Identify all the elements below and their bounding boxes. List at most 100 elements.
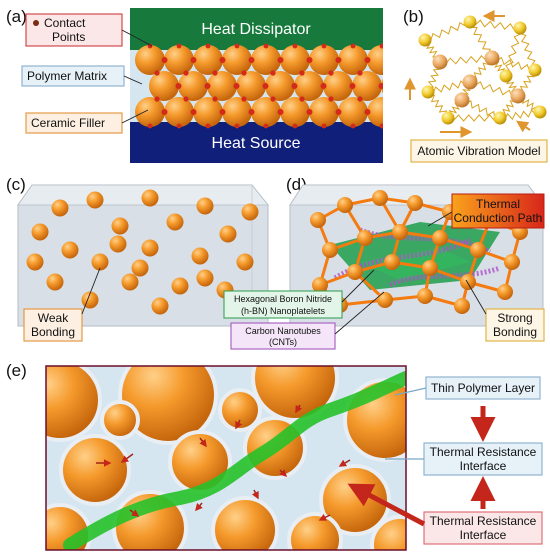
ceramic-filler-leader	[121, 109, 149, 124]
hbn-leader	[341, 269, 375, 303]
cnt-label-2: (CNTs)	[269, 337, 297, 347]
resistance-arrow	[195, 502, 203, 512]
filler-particle	[131, 259, 149, 277]
filler-particle	[323, 71, 353, 101]
cnt-leader	[334, 291, 385, 335]
contact-point	[335, 109, 342, 115]
interface-closeup-border	[45, 365, 407, 551]
panel-e-label: (e)	[6, 361, 27, 380]
filler-particle	[191, 247, 209, 265]
polymer-matrix-leader	[123, 75, 143, 85]
filler-particle	[196, 269, 214, 287]
weak-bonding-label-1: Weak	[38, 311, 69, 325]
filler-particle	[236, 71, 266, 101]
atom-icon	[493, 111, 507, 125]
atom-icon	[528, 63, 542, 77]
resistance-arrow	[318, 513, 331, 521]
filler-particle	[135, 45, 165, 75]
resistance-arrow	[251, 489, 259, 500]
atom-icon	[533, 105, 547, 119]
heat-dissipator-label: Heat Dissipator	[201, 21, 311, 38]
filler-particle	[432, 230, 448, 246]
interface-resistance-arrows	[96, 404, 351, 521]
resistance-arrow	[120, 453, 134, 463]
filler-particle	[135, 97, 165, 127]
contact-point	[154, 96, 160, 102]
filler-particle	[251, 97, 281, 127]
contact-point-dots	[147, 43, 391, 129]
contact-points-label-1: Contact	[44, 16, 86, 30]
filler-particle	[384, 254, 400, 270]
filler-particle	[372, 190, 388, 206]
spring-icon	[469, 19, 521, 32]
atom-icon	[454, 92, 470, 108]
contact-point	[328, 96, 334, 102]
contact-point	[386, 96, 391, 101]
atom-icon	[432, 54, 448, 70]
atom-icon	[418, 33, 432, 47]
panel-b-label: (b)	[403, 7, 424, 26]
ceramic-filler-label: Ceramic Filler	[31, 116, 105, 130]
strong-bonding-label-2: Bonding	[493, 325, 537, 339]
hbn-nanoplatelet-sheet-2	[360, 248, 470, 280]
contact-point	[241, 96, 247, 102]
filler-particle	[294, 71, 324, 101]
filler-particle	[171, 277, 189, 295]
filler-particle	[312, 277, 328, 293]
contact-point	[248, 57, 255, 63]
weak-bonding-box	[23, 308, 83, 342]
contact-point	[270, 96, 276, 102]
contact-points-box	[25, 13, 123, 47]
contact-point	[321, 43, 327, 49]
thin-layer-leader	[394, 387, 427, 396]
contact-point	[262, 83, 269, 89]
contact-point	[357, 96, 363, 102]
filler-particle	[109, 235, 127, 253]
contact-point	[205, 43, 211, 49]
filler-particle	[236, 253, 254, 271]
contact-point	[379, 43, 383, 49]
filler-particle	[118, 366, 218, 445]
contact-point	[321, 123, 327, 129]
filler-particle	[407, 195, 423, 211]
contact-point	[292, 43, 298, 49]
contact-point	[277, 109, 284, 115]
filler-particle	[46, 273, 64, 291]
filler-particle	[504, 254, 520, 270]
thermal-conduction-path-label-2: Conduction Path	[454, 211, 543, 225]
filler-particle	[367, 45, 383, 75]
filler-particle	[497, 284, 513, 300]
filler-particle	[193, 97, 223, 127]
atom-icon	[484, 50, 500, 66]
atom-icon	[463, 15, 477, 29]
contact-point	[161, 57, 168, 63]
contact-point	[234, 123, 240, 129]
contact-point	[379, 123, 383, 129]
spring-icon	[505, 27, 523, 77]
contact-point	[357, 70, 363, 76]
atom-icon	[441, 111, 455, 125]
contact-point	[263, 43, 269, 49]
contact-point	[350, 43, 356, 49]
filler-particle	[338, 45, 368, 75]
filler-particle	[207, 71, 237, 101]
contact-point	[299, 96, 305, 102]
vibration-arrow	[516, 120, 531, 133]
contact-point	[212, 70, 218, 76]
filler-particle	[287, 512, 343, 550]
filler-particle	[26, 253, 44, 271]
panel-c-label: (c)	[6, 175, 26, 194]
filler-particle	[357, 230, 373, 246]
contact-point	[270, 70, 276, 76]
contact-points-label-2: Points	[52, 30, 85, 44]
atom-icon	[499, 69, 513, 83]
filler-particle	[219, 225, 237, 243]
contact-point	[212, 96, 218, 102]
filler-particle	[265, 71, 295, 101]
filler-particle	[86, 191, 104, 209]
filler-particle	[352, 71, 382, 101]
filler-particle	[322, 242, 338, 258]
contact-point	[190, 57, 197, 63]
filler-particle	[151, 297, 169, 315]
weak-bonding-leader	[81, 267, 101, 315]
